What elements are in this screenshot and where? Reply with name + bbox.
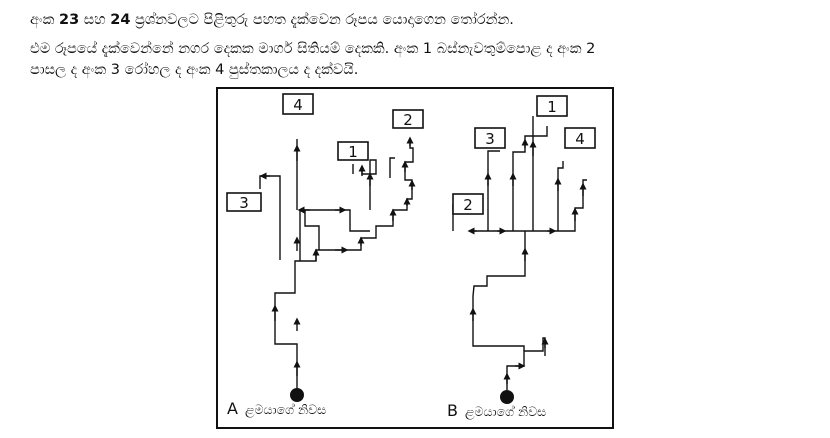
question-line-2: එම රූපයේ දැක්වෙන්නේ නගර දෙකක මාර්ග සිතිය… [30,41,596,57]
map-a-road [305,209,370,232]
map-b-box-bus-stop-label: 1 [547,98,557,116]
question-number-b: 24 [110,12,131,28]
map-b-box-hospital-label: 3 [485,130,495,148]
map-a-letter: A [227,399,238,418]
map-a-road [259,175,281,260]
map-a-arrows [259,136,416,376]
question-number-a: 23 [59,12,80,28]
map-a-box-library-label: 4 [293,96,303,114]
map-b [452,116,587,404]
map-b-box-library-label: 4 [575,130,585,148]
map-a-boxes: 4 2 1 3 [226,93,424,212]
figure-frame [216,87,614,429]
map-b-road [487,150,500,231]
map-a-road [274,138,414,388]
map-b-house-dot [500,390,514,404]
map-b-letter: B [447,401,458,420]
map-a-road [361,159,377,210]
map-a-box-bus-stop-label: 1 [348,143,358,161]
map-a-road [299,209,320,261]
map-b-caption: ළමයාගේ නිවස [465,404,546,420]
map-b-arrows [467,138,587,384]
map-b-boxes: 1 3 4 2 [452,95,596,215]
map-a-house-dot [290,388,304,402]
map-a [259,138,414,402]
road-map-figure: 4 2 1 3 A ළමයාගේ නිවස [216,87,614,429]
map-b-road [557,161,564,231]
map-b-box-school-label: 2 [463,196,473,214]
map-a-box-school-label: 2 [403,111,413,129]
map-a-box-hospital-label: 3 [239,194,249,212]
map-a-road [389,157,395,178]
map-b-road [472,231,526,351]
map-a-caption: ළමයාගේ නිවස [245,402,326,418]
map-b-road [512,126,548,231]
question-line-1: අංක 23 සහ 24 ප්‍රශ්නවලට පිළිතුරු පහත දැක… [30,12,514,28]
question-line-3: පාසල ද අංක 3 රෝහල ද අංක 4 පුස්තකාලය ද දක… [30,62,359,78]
